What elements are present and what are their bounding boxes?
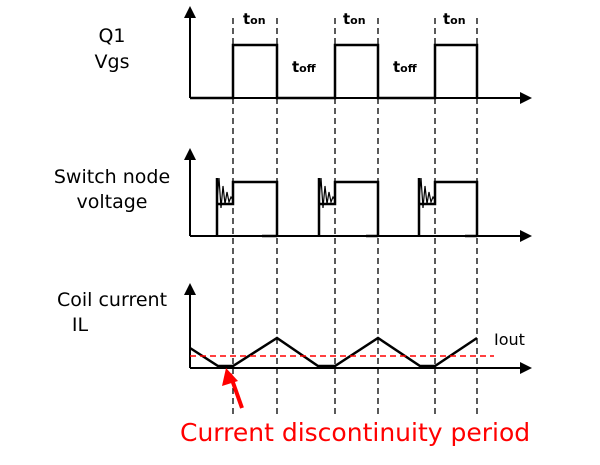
ringing-icon: [418, 177, 436, 209]
coil-current-waveform: [189, 336, 478, 368]
dashed-time-guides: [232, 18, 478, 415]
ringing-oscillations: [216, 177, 436, 209]
iout-label: Iout: [494, 330, 525, 349]
vgs-waveform: [190, 43, 479, 100]
ton-label-1: ton: [243, 10, 266, 28]
ringing-icon: [216, 177, 234, 209]
voltage-label: voltage: [77, 191, 148, 213]
switch-node-pulse: [217, 180, 279, 236]
switch-node-label: Switch node: [54, 166, 170, 188]
ton-label-3: ton: [443, 10, 466, 28]
ringing-icon: [318, 177, 336, 209]
switch-node-pulse: [319, 180, 380, 236]
switch-node-pulse: [419, 180, 479, 236]
q1-label: Q1: [98, 25, 125, 47]
coil-current-label: Coil current: [57, 289, 167, 311]
vgs-label: Vgs: [95, 51, 130, 73]
ton-label-2: ton: [343, 10, 366, 28]
toff-label-2: toff: [393, 58, 417, 76]
toff-label-1: toff: [292, 58, 316, 76]
switch-node-waveform: [215, 178, 479, 238]
discontinuity-caption: Current discontinuity period: [180, 418, 530, 447]
discontinuity-arrow-head: [222, 368, 238, 386]
il-label: IL: [72, 314, 89, 336]
